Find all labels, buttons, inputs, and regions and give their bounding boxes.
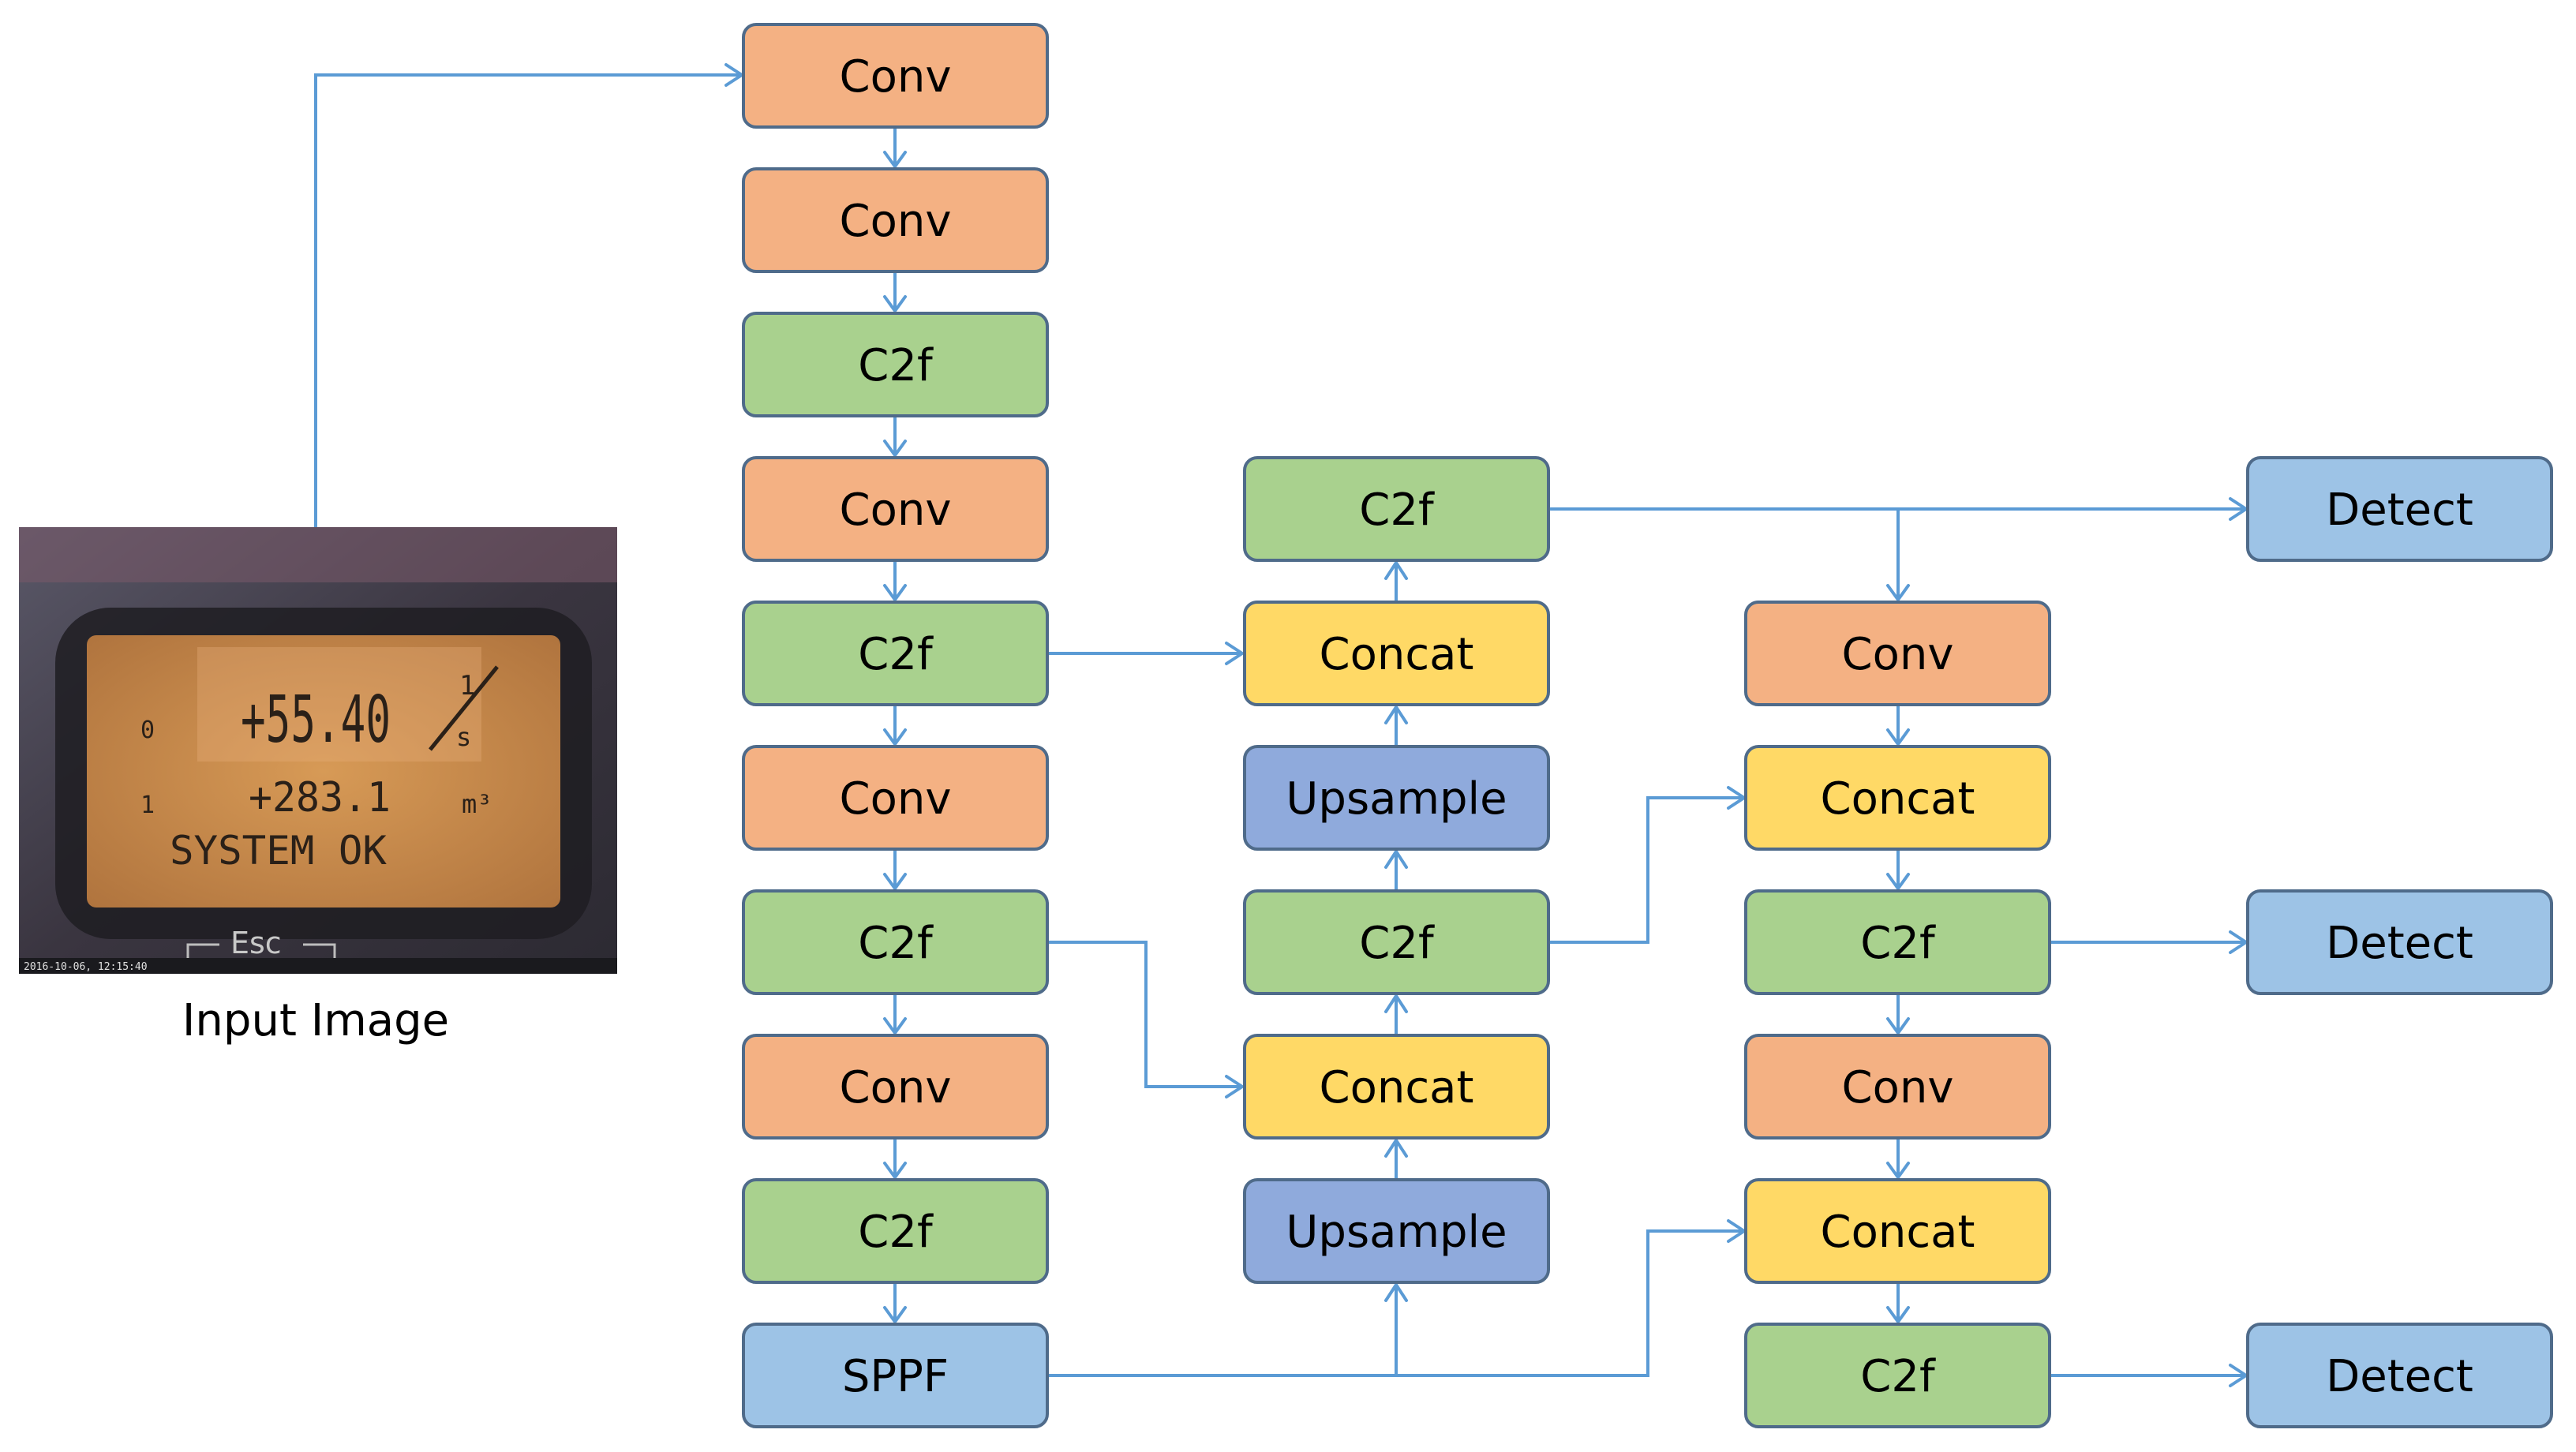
node-label: Conv [840, 485, 952, 536]
node-box [742, 23, 1049, 129]
node-label: Conv [840, 196, 952, 247]
node-label: C2f [1359, 485, 1435, 536]
node-box [742, 167, 1049, 273]
heads-detect-node-1: Detect [2246, 889, 2553, 995]
display-status: SYSTEM OK [170, 828, 387, 874]
node-label: Conv [840, 773, 952, 825]
display-unit-bottom: s [456, 722, 471, 752]
node-box [1744, 745, 2051, 851]
edges [314, 63, 2248, 1387]
backbone-conv-node-1: Conv [742, 167, 1049, 273]
node-label: Conv [840, 51, 952, 103]
node-box [742, 456, 1049, 562]
display-esc-key: Esc [230, 926, 282, 960]
neck-down-concat-node-4: Concat [1744, 1178, 2051, 1284]
node-box [1243, 1034, 1550, 1140]
heads-detect-node-2: Detect [2246, 1323, 2553, 1428]
neck-down-c2f-node-2: C2f [1744, 889, 2051, 995]
node-box [742, 1034, 1049, 1140]
node-box [742, 1178, 1049, 1284]
node-box [2246, 889, 2553, 995]
node-label: Upsample [1286, 1207, 1507, 1258]
backbone-conv-node-5: Conv [742, 745, 1049, 851]
node-label: C2f [858, 1207, 934, 1258]
display-second-unit: m³ [462, 789, 492, 819]
neck-up-concat-node-4: Concat [1243, 1034, 1550, 1140]
lcd-screen [87, 635, 560, 908]
input-image: +55.40 1 s 0 1 +283.1 m³ SYSTEM OK Esc 2… [19, 527, 617, 974]
backbone-c2f-node-4: C2f [742, 601, 1049, 706]
node-label: Upsample [1286, 773, 1507, 825]
image-timestamp: 2016-10-06, 12:15:40 [24, 961, 148, 973]
node-label: C2f [1860, 1351, 1936, 1402]
backbone-c2f-node-6: C2f [742, 889, 1049, 995]
node-box [1243, 601, 1550, 706]
node-label: Conv [1842, 629, 1954, 680]
node-label: Conv [840, 1062, 952, 1113]
edge-sppf-out [1046, 1229, 1744, 1377]
node-box [1744, 1323, 2051, 1428]
node-box [1243, 1178, 1550, 1284]
backbone-c2f-node-8: C2f [742, 1178, 1049, 1284]
node-box [1744, 601, 2051, 706]
edge-c2f-neck-to-concat [1548, 796, 1744, 944]
backbone-conv-node-7: Conv [742, 1034, 1049, 1140]
node-box [1243, 889, 1550, 995]
nodes: ConvConvC2fConvC2fConvC2fConvC2fSPPFC2fC… [742, 23, 2553, 1428]
node-box [1744, 889, 2051, 995]
backbone-c2f-node-2: C2f [742, 312, 1049, 417]
backbone-conv-node-3: Conv [742, 456, 1049, 562]
node-box [742, 601, 1049, 706]
backbone-arrows [883, 127, 907, 1323]
neck-down-c2f-node-5: C2f [1744, 1323, 2051, 1428]
backbone-sppf-node-9: SPPF [742, 1323, 1049, 1428]
neck-up-c2f-node-3: C2f [1243, 889, 1550, 995]
node-box [1243, 456, 1550, 562]
backbone-conv-node-0: Conv [742, 23, 1049, 129]
neck-down-conv-node-3: Conv [1744, 1034, 2051, 1140]
display-indicator-0: 0 [140, 717, 155, 744]
display-second-value: +283.1 [249, 774, 391, 821]
node-box [742, 1323, 1049, 1428]
node-box [1243, 745, 1550, 851]
node-label: Detect [2326, 918, 2473, 969]
node-label: Detect [2326, 1351, 2473, 1402]
neck-down-concat-node-1: Concat [1744, 745, 2051, 851]
node-box [2246, 1323, 2553, 1428]
node-label: Concat [1821, 773, 1975, 825]
neck-down-conv-node-0: Conv [1744, 601, 2051, 706]
heads-detect-node-0: Detect [2246, 456, 2553, 562]
node-label: C2f [858, 918, 934, 969]
node-label: SPPF [842, 1351, 949, 1402]
node-label: Detect [2326, 485, 2473, 536]
neck-up-upsample-node-2: Upsample [1243, 745, 1550, 851]
node-label: Conv [1842, 1062, 1954, 1113]
display-indicator-1: 1 [140, 791, 155, 819]
node-box [742, 889, 1049, 995]
neck-up-arrows [1384, 561, 1408, 1179]
node-label: C2f [858, 629, 934, 680]
neck-up-concat-node-1: Concat [1243, 601, 1550, 706]
neck-down-arrows [1886, 705, 1910, 1323]
neck-up-upsample-node-5: Upsample [1243, 1178, 1550, 1284]
node-label: C2f [858, 340, 934, 391]
node-label: Concat [1821, 1207, 1975, 1258]
display-main-value: +55.40 [241, 683, 391, 758]
node-label: C2f [1860, 918, 1936, 969]
node-label: Concat [1320, 629, 1474, 680]
input-image-caption: Input Image [182, 995, 449, 1046]
display-unit-top: 1 [459, 670, 475, 702]
edge-input-to-conv [314, 73, 742, 527]
node-label: Concat [1320, 1062, 1474, 1113]
node-box [1744, 1178, 2051, 1284]
edge-c2f-p4-to-concat [1046, 941, 1242, 1088]
node-box [2246, 456, 2553, 562]
node-box [742, 745, 1049, 851]
neck-up-c2f-node-0: C2f [1243, 456, 1550, 562]
node-box [742, 312, 1049, 417]
node-box [1744, 1034, 2051, 1140]
node-label: C2f [1359, 918, 1435, 969]
